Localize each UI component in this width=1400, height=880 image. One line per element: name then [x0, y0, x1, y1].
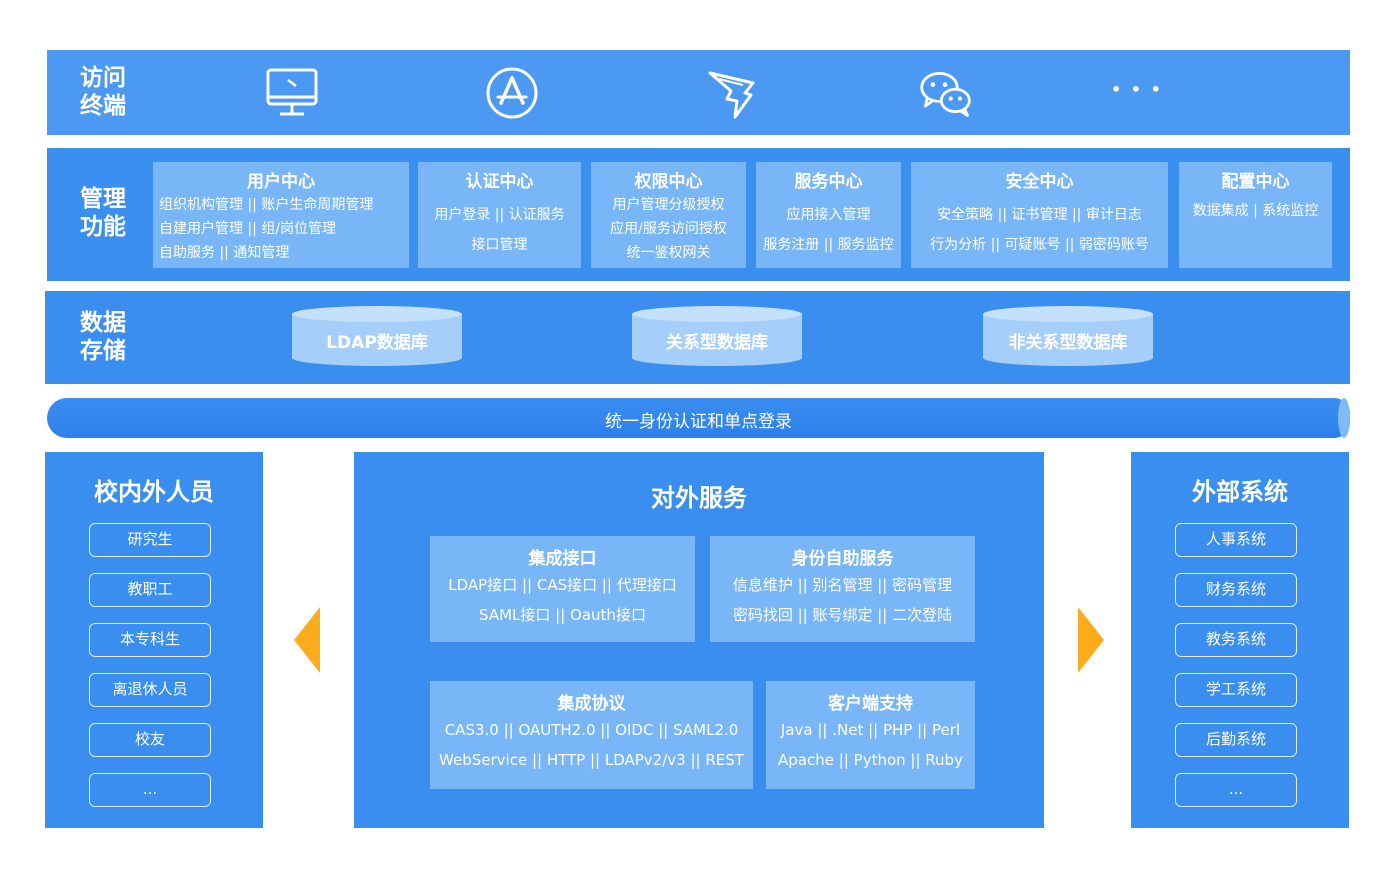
- services-panel-title: 对外服务: [651, 484, 747, 512]
- people-panel: 校内外人员 研究生 教职工 本专科生 离退休人员 校友 ...: [45, 452, 263, 828]
- module-line: 安全策略 || 证书管理 || 审计日志: [937, 207, 1142, 223]
- database-label: 关系型数据库: [666, 333, 768, 353]
- desktop-monitor-icon: [266, 68, 318, 116]
- service-card-line: Java || .Net || PHP || Perl: [780, 721, 961, 739]
- module-title: 权限中心: [634, 172, 703, 192]
- more-dots-icon: • • •: [1111, 80, 1163, 99]
- module-line: 用户管理分级授权: [612, 197, 725, 213]
- service-card-line: 密码找回 || 账号绑定 || 二次登陆: [732, 606, 953, 624]
- module-title: 用户中心: [247, 172, 315, 192]
- wechat-icon: [920, 71, 971, 117]
- data-storage-band: 数据 存储 LDAP数据库 关系型数据库 非关系型数据库: [45, 291, 1350, 384]
- people-item-alumni: 校友: [89, 723, 211, 757]
- module-auth-center: 认证中心 用户登录 || 认证服务 接口管理: [418, 162, 581, 268]
- service-card-identity-self-service: 身份自助服务 信息维护 || 别名管理 || 密码管理 密码找回 || 账号绑定…: [710, 536, 975, 642]
- module-line: 统一鉴权网关: [626, 245, 711, 261]
- database-label: LDAP数据库: [326, 333, 428, 353]
- database-icon: [292, 306, 462, 322]
- service-card-title: 集成协议: [557, 694, 626, 714]
- database-label: 非关系型数据库: [1008, 333, 1128, 353]
- people-item-graduate: 研究生: [89, 523, 211, 557]
- service-card-line: CAS3.0 || OAUTH2.0 || OIDC || SAML2.0: [444, 721, 739, 739]
- arrow-left-icon: [294, 607, 320, 673]
- database-cylinder-nonrelational: 非关系型数据库: [983, 306, 1153, 366]
- management-functions-label: 管理 功能: [80, 186, 126, 240]
- service-card-line: SAML接口 || Oauth接口: [479, 606, 646, 624]
- people-item-staff: 教职工: [89, 573, 211, 607]
- service-card-title: 客户端支持: [828, 694, 913, 714]
- sso-pipe-bar: 统一身份认证和单点登录: [47, 398, 1350, 438]
- module-line: 应用/服务访问授权: [610, 221, 727, 237]
- external-item-more: ...: [1175, 773, 1297, 807]
- external-item-academic: 教务系统: [1175, 623, 1297, 657]
- data-storage-label: 数据 存储: [80, 310, 126, 364]
- external-item-logistics: 后勤系统: [1175, 723, 1297, 757]
- database-cylinder-ldap: LDAP数据库: [292, 306, 462, 366]
- module-permission-center: 权限中心 用户管理分级授权 应用/服务访问授权 统一鉴权网关: [591, 162, 746, 268]
- module-line: 服务注册 || 服务监控: [763, 237, 894, 253]
- service-card-title: 身份自助服务: [791, 549, 894, 569]
- service-card-integration-interfaces: 集成接口 LDAP接口 || CAS接口 || 代理接口 SAML接口 || O…: [430, 536, 695, 642]
- service-card-title: 集成接口: [528, 549, 597, 569]
- sso-pipe-label: 统一身份认证和单点登录: [605, 412, 792, 432]
- services-panel: 对外服务 集成接口 LDAP接口 || CAS接口 || 代理接口 SAML接口…: [354, 452, 1044, 828]
- access-terminals-band: 访问 终端 • • •: [47, 50, 1350, 135]
- module-line: 行为分析 || 可疑账号 || 弱密码账号: [930, 237, 1149, 253]
- people-item-more: ...: [89, 773, 211, 807]
- module-title: 安全中心: [1005, 172, 1074, 192]
- management-functions-band: 管理 功能 用户中心 组织机构管理 || 账户生命周期管理 自建用户管理 || …: [47, 148, 1350, 281]
- external-item-hr: 人事系统: [1175, 523, 1297, 557]
- external-item-finance: 财务系统: [1175, 573, 1297, 607]
- service-card-line: LDAP接口 || CAS接口 || 代理接口: [448, 576, 677, 594]
- module-config-center: 配置中心 数据集成 | 系统监控: [1179, 162, 1332, 268]
- module-title: 服务中心: [794, 172, 863, 192]
- module-line: 应用接入管理: [786, 207, 871, 223]
- module-line: 用户登录 || 认证服务: [434, 207, 565, 223]
- database-cylinder-relational: 关系型数据库: [632, 306, 802, 366]
- pipe-end-cap: [1338, 398, 1350, 438]
- module-line: 接口管理: [471, 237, 528, 253]
- module-line: 数据集成 | 系统监控: [1192, 203, 1319, 219]
- module-security-center: 安全中心 安全策略 || 证书管理 || 审计日志 行为分析 || 可疑账号 |…: [911, 162, 1168, 268]
- service-card-client-support: 客户端支持 Java || .Net || PHP || Perl Apache…: [766, 681, 975, 789]
- people-panel-title: 校内外人员: [94, 478, 214, 506]
- service-card-line: WebService || HTTP || LDAPv2/v3 || REST: [439, 751, 744, 769]
- dingtalk-icon: [708, 71, 755, 119]
- service-card-line: 信息维护 || 别名管理 || 密码管理: [732, 576, 953, 594]
- people-item-retired: 离退休人员: [89, 673, 211, 707]
- module-line: 自助服务 || 通知管理: [159, 245, 290, 261]
- module-service-center: 服务中心 应用接入管理 服务注册 || 服务监控: [756, 162, 901, 268]
- arrow-right-icon: [1078, 607, 1104, 673]
- app-store-icon: [486, 67, 538, 119]
- module-line: 自建用户管理 || 组/岗位管理: [159, 221, 337, 237]
- database-icon: [632, 306, 802, 322]
- external-item-student-affairs: 学工系统: [1175, 673, 1297, 707]
- module-title: 配置中心: [1221, 172, 1290, 192]
- module-title: 认证中心: [465, 172, 534, 192]
- external-systems-title: 外部系统: [1192, 478, 1288, 506]
- module-user-center: 用户中心 组织机构管理 || 账户生命周期管理 自建用户管理 || 组/岗位管理…: [153, 162, 409, 268]
- service-card-integration-protocols: 集成协议 CAS3.0 || OAUTH2.0 || OIDC || SAML2…: [430, 681, 753, 789]
- access-terminals-label: 访问 终端: [80, 65, 126, 119]
- external-systems-panel: 外部系统 人事系统 财务系统 教务系统 学工系统 后勤系统 ...: [1131, 452, 1349, 828]
- people-item-undergraduate: 本专科生: [89, 623, 211, 657]
- module-line: 组织机构管理 || 账户生命周期管理: [159, 197, 374, 213]
- database-icon: [983, 306, 1153, 322]
- service-card-line: Apache || Python || Ruby: [778, 751, 963, 769]
